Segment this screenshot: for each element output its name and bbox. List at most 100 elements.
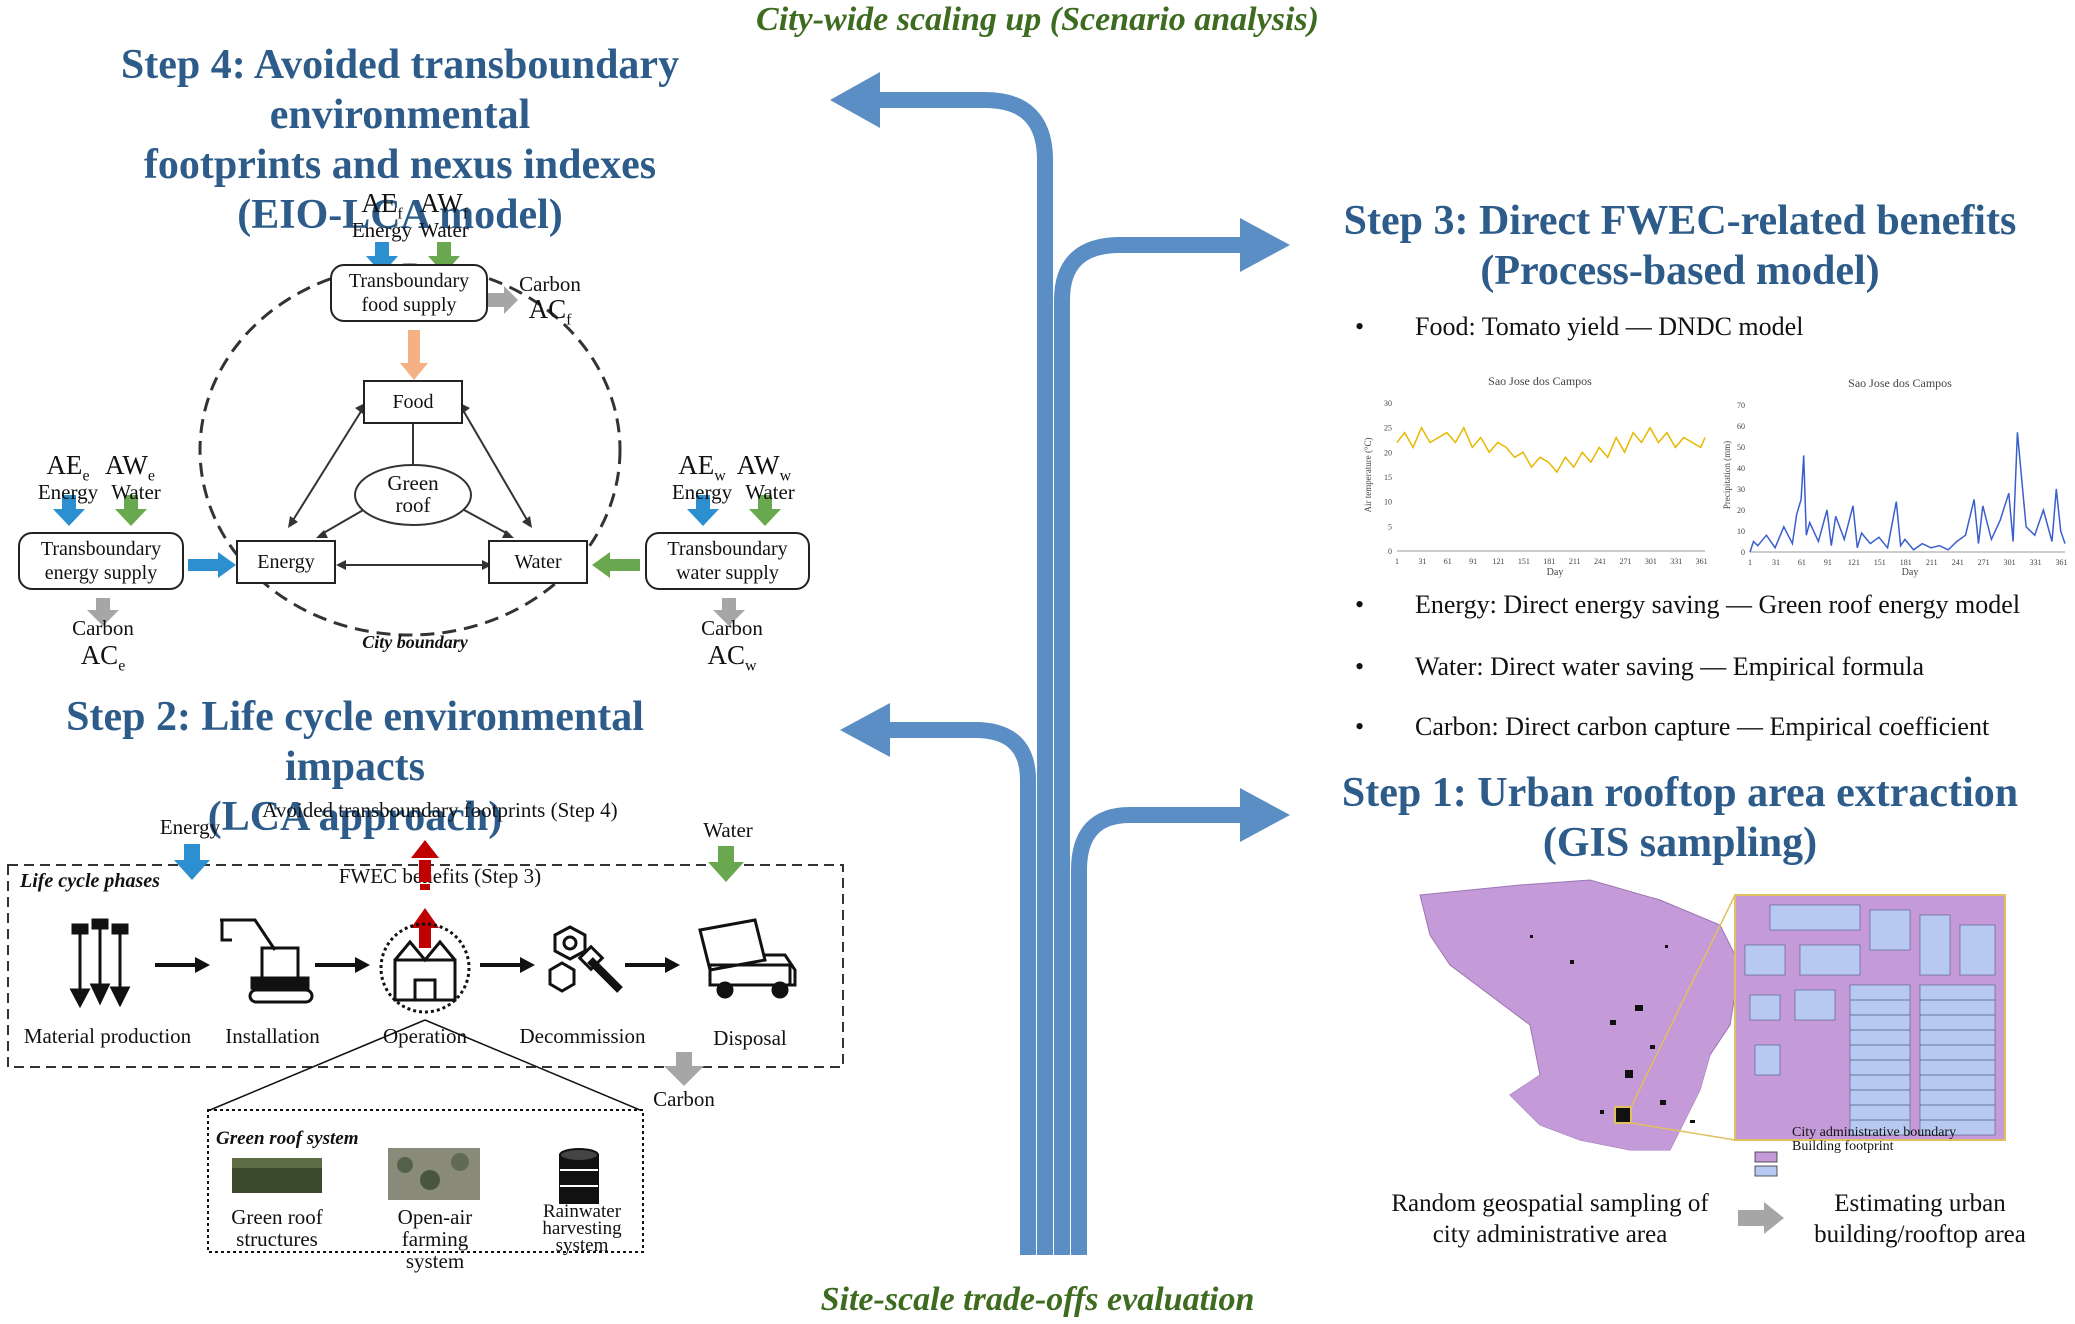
- top-title: City-wide scaling up (Scenario analysis): [756, 1, 1319, 38]
- water-energy-label: Energy: [671, 480, 733, 504]
- prec-x-tick: 121: [1848, 558, 1860, 567]
- step2-diagram: [7, 840, 844, 1253]
- step3-line1: Step 3: Direct FWEC-related benefits: [1343, 198, 2017, 244]
- legend-building-label: Building footprint: [1792, 1139, 1894, 1154]
- temp-y-tick: 5: [1388, 522, 1392, 531]
- bullet-carbon-dot: •: [1355, 712, 1365, 741]
- step3-line2: (Process-based model): [1480, 248, 1880, 294]
- legend-boundary-label: City administrative boundary: [1792, 1125, 1957, 1140]
- node-food: Food: [363, 380, 463, 424]
- energy-ae-arrow: [53, 509, 85, 526]
- node-energy: Energy: [236, 540, 336, 584]
- water-carbon-arrow: [713, 610, 745, 626]
- energy-ac-label: ACe: [80, 640, 126, 675]
- step1-heading: Step 1: Urban rooftop area extraction (G…: [1300, 768, 2060, 868]
- bullet-food: Food: Tomato yield — DNDC model: [1415, 312, 1804, 341]
- prec-x-tick: 211: [1926, 558, 1938, 567]
- temp-chart-ylabel: Air temperature (°C): [1363, 437, 1373, 512]
- bullet-energy: Energy: Direct energy saving — Green roo…: [1415, 590, 2021, 619]
- prec-x-tick: 271: [1978, 558, 1990, 567]
- step4-heading: Step 4: Avoided transboundary environmen…: [0, 40, 800, 240]
- energy-aw-arrow: [115, 509, 147, 526]
- arrowhead-step4: [830, 72, 880, 128]
- trunk-to-step1: [1071, 807, 1255, 1255]
- prec-x-tick: 241: [1952, 558, 1964, 567]
- temp-x-tick: 1: [1395, 557, 1399, 566]
- node-water: Water: [488, 540, 588, 584]
- prec-x-tick: 1: [1748, 558, 1752, 567]
- bullet-water-dot: •: [1355, 652, 1365, 681]
- fwec-red-arrow: [411, 908, 439, 928]
- step2-energy-label: Energy: [159, 815, 221, 839]
- prec-x-tick: 31: [1772, 558, 1780, 567]
- food-to-energy-line: [289, 404, 366, 526]
- energy-carbon-label: Carbon: [72, 616, 134, 640]
- temp-x-tick: 361: [1696, 557, 1708, 566]
- temp-x-tick: 31: [1418, 557, 1426, 566]
- bullet-carbon: Carbon: Direct carbon capture — Empirica…: [1415, 712, 1990, 741]
- food-carbon-label: Carbon: [519, 272, 581, 296]
- temp-y-tick: 25: [1384, 424, 1392, 433]
- prec-y-tick: 10: [1737, 527, 1745, 536]
- food-carbon-arrow: [504, 286, 518, 314]
- bullet-water: Water: Direct water saving — Empirical f…: [1415, 652, 1925, 681]
- step2-carbon-arrow: [664, 1066, 704, 1086]
- food-aw-label: AWf: [419, 188, 469, 223]
- bolts-icon: [548, 925, 623, 993]
- water-aw-label: AWw: [736, 450, 792, 485]
- step3-heading: Step 3: Direct FWEC-related benefits (Pr…: [1300, 196, 2060, 296]
- water-supply-arrow: [592, 552, 610, 578]
- energy-water-label: Water: [111, 480, 161, 504]
- prec-x-tick: 361: [2056, 558, 2068, 567]
- prec-y-tick: 70: [1737, 401, 1745, 410]
- energy-energy-label: Energy: [37, 480, 99, 504]
- greenhouse-icon: [379, 922, 471, 1014]
- step4-diagram: [53, 242, 781, 637]
- step4-line1: Step 4: Avoided transboundary environmen…: [120, 42, 680, 138]
- step4-line3: (EIO-LCA model): [237, 192, 563, 238]
- step4-line2: footprints and nexus indexes: [143, 142, 657, 188]
- phase-installation: Installation: [225, 1024, 320, 1048]
- water-water-label: Water: [745, 480, 795, 504]
- step2-line2: (LCA approach): [207, 794, 503, 840]
- rainwater-tank-icon: [559, 1148, 599, 1204]
- peach-arrow-shaft: [408, 330, 420, 365]
- temp-x-tick: 241: [1594, 557, 1606, 566]
- temp-x-tick: 301: [1645, 557, 1657, 566]
- prec-chart-xlabel: Day: [1902, 567, 1919, 578]
- dump-truck-icon: [698, 918, 797, 999]
- trunk-to-step3: [1054, 237, 1255, 1255]
- bottom-title: Site-scale trade-offs evaluation: [820, 1281, 1255, 1318]
- temp-chart-xlabel: Day: [1547, 567, 1564, 578]
- life-cycle-phases-title: Life cycle phases: [20, 870, 160, 892]
- prec-y-tick: 40: [1737, 464, 1745, 473]
- temp-y-tick: 30: [1384, 399, 1392, 408]
- green-roof-system-title: Green roof system: [216, 1128, 359, 1149]
- green-roof-structures-image: [232, 1158, 322, 1193]
- legend-building-swatch: [1754, 1165, 1778, 1177]
- caption-gray-arrow: [1738, 1202, 1784, 1234]
- temp-y-tick: 0: [1388, 547, 1392, 556]
- prec-x-tick: 91: [1824, 558, 1832, 567]
- fwec-benefits-label: FWEC benefits (Step 3): [338, 864, 542, 888]
- energy-supply-arrow: [218, 552, 236, 578]
- temp-x-tick: 211: [1569, 557, 1581, 566]
- temp-series-line: [1396, 426, 1706, 474]
- phase-decommission: Decommission: [519, 1024, 646, 1048]
- temp-y-tick: 15: [1384, 473, 1392, 482]
- step1-line2: (GIS sampling): [1542, 820, 1818, 866]
- arrowhead-step1: [1240, 788, 1290, 842]
- trunk-to-step2: [880, 722, 1036, 1255]
- prec-x-tick: 151: [1874, 558, 1886, 567]
- step2-line1: Step 2: Life cycle environmental impacts: [66, 694, 644, 790]
- prec-chart-title: Sao Jose dos Campos: [1848, 376, 1952, 390]
- arrowhead-step2: [840, 703, 890, 757]
- temp-x-tick: 271: [1619, 557, 1631, 566]
